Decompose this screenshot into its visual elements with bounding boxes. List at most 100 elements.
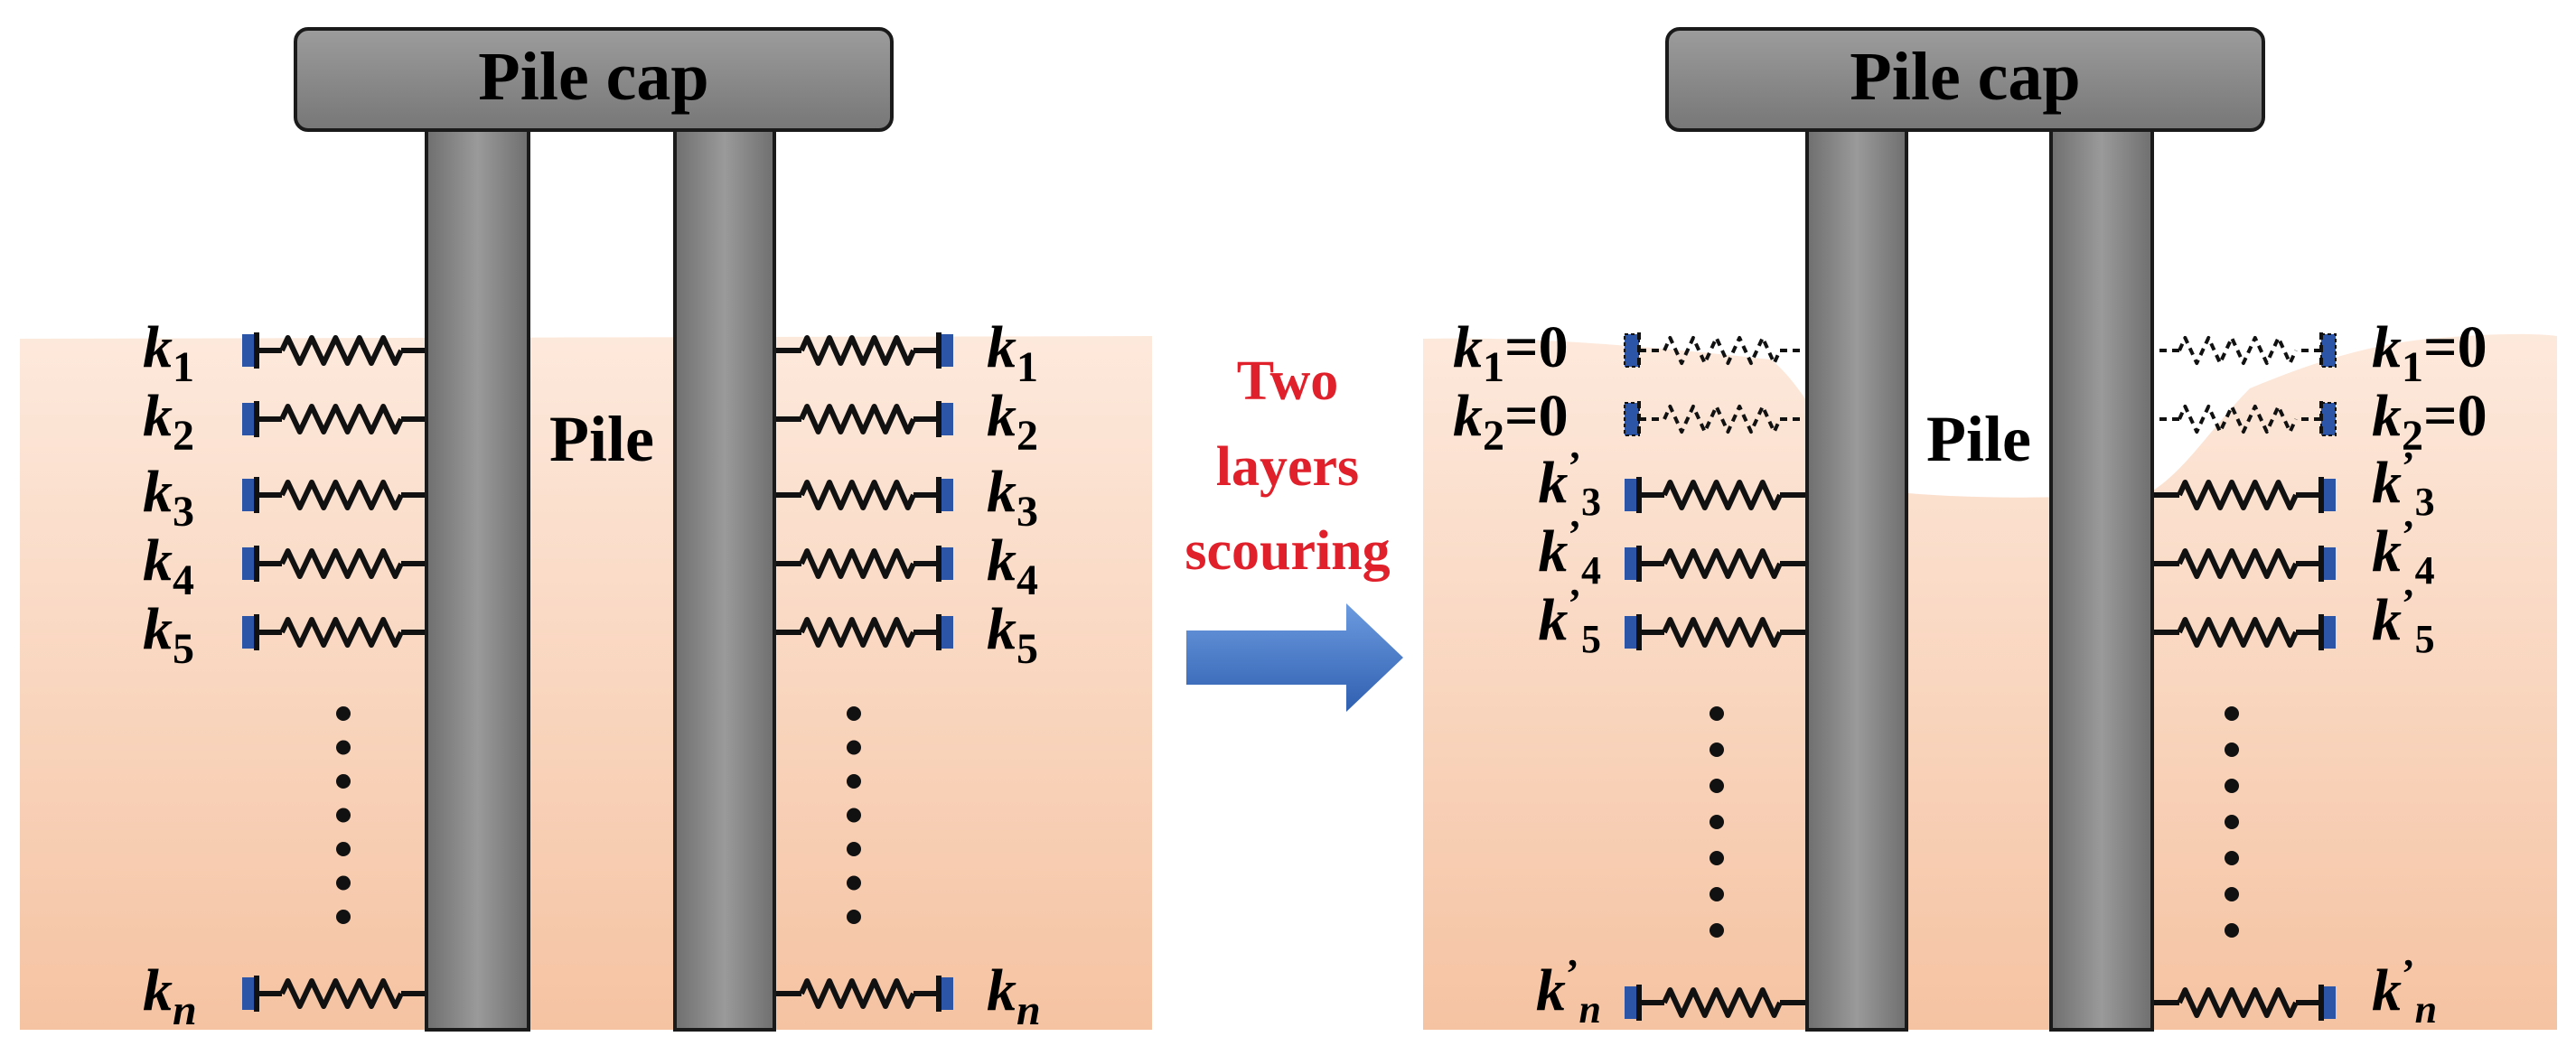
right-label-l-2-sub: 4 [1581, 548, 1601, 593]
left-ellipsis-left-dot-7 [336, 910, 351, 924]
right-ellipsis-right-dot-5 [2225, 851, 2239, 865]
left-label-l-2-base: k [143, 383, 173, 449]
left-spring-r-6 [774, 976, 953, 1012]
right-removed-label-r-1-base: k [2372, 314, 2402, 380]
right-label-l-2: k’4 [1538, 512, 1601, 593]
left-spring-r-2-anchor [939, 403, 953, 435]
left-label-r-5: k5 [987, 596, 1038, 673]
right-spring-l-3-coil [1662, 617, 1783, 648]
left-label-l-2-sub: 2 [173, 412, 194, 460]
left-ellipsis-left [336, 706, 351, 924]
left-spring-l-3 [242, 477, 428, 513]
left-label-r-4-sub: 4 [1016, 556, 1038, 604]
left-label-l-4: k4 [143, 528, 194, 604]
right-spring-l-2 [1625, 546, 1807, 582]
left-label-l-1-base: k [143, 314, 173, 380]
right-ellipsis-left-dot-7 [1710, 923, 1724, 938]
right-removed-spring-l-2 [1624, 401, 1807, 437]
right-label-r-4-sup: ’ [2402, 951, 2415, 995]
left-label-l-5-base: k [143, 596, 173, 662]
right-label-r-2-sup: ’ [2402, 512, 2415, 556]
right-ellipsis-right-dot-2 [2225, 742, 2239, 757]
right-removed-spring-r-2 [2152, 401, 2337, 437]
right-label-l-3-sup: ’ [1568, 581, 1581, 625]
right-ellipsis-right [2225, 706, 2239, 938]
right-label-l-4-sup: ’ [1566, 951, 1579, 995]
left-spring-r-5 [774, 614, 953, 650]
right-removed-spring-r-2-coil [2178, 405, 2298, 434]
right-removed-label-l-2-sub: 2 [1483, 412, 1504, 460]
left-cap-label: Pile cap [478, 39, 708, 115]
left-spring-l-5 [242, 614, 428, 650]
left-label-r-5-base: k [987, 596, 1016, 662]
left-label-r-6: kn [987, 957, 1041, 1034]
left-spring-l-5-coil [279, 617, 404, 648]
right-removed-spring-l-1 [1624, 332, 1807, 369]
left-spring-l-3-coil [279, 480, 404, 510]
left-spring-l-1-coil [279, 335, 404, 366]
right-removed-label-l-2-suffix: =0 [1504, 383, 1569, 449]
right-label-l-3-base: k [1538, 587, 1568, 653]
left-label-l-1: k1 [143, 314, 194, 391]
left-ellipsis-left-dot-2 [336, 740, 351, 755]
right-label-r-3-sup: ’ [2402, 581, 2415, 625]
right-label-l-1-sub: 3 [1581, 480, 1601, 524]
left-label-r-3-sub: 3 [1016, 488, 1038, 536]
left-label-l-6-base: k [143, 957, 173, 1023]
right-spring-r-1 [2152, 477, 2336, 513]
left-label-r-2: k2 [987, 383, 1038, 460]
left-label-r-6-base: k [987, 957, 1016, 1023]
right-ellipsis-right-dot-6 [2225, 887, 2239, 901]
left-label-r-3-base: k [987, 459, 1016, 525]
right-removed-spring-r-1-anchor [2320, 333, 2337, 368]
left-spring-r-2 [774, 401, 953, 437]
right-label-r-3-sub: 5 [2415, 617, 2435, 661]
right-label-l-3-sub: 5 [1581, 617, 1601, 661]
left-label-r-5-sub: 5 [1016, 625, 1038, 673]
right-label-r-3-base: k [2372, 587, 2402, 653]
right-spring-l-4-coil [1662, 987, 1783, 1018]
left-label-l-5: k5 [143, 596, 194, 673]
left-ellipsis-right-dot-6 [847, 875, 861, 891]
left-spring-r-5-anchor [939, 616, 953, 649]
right-label-r-4-base: k [2372, 957, 2402, 1023]
left-spring-r-4 [774, 546, 953, 582]
left-ellipsis-left-dot-5 [336, 842, 351, 856]
right-removed-spring-l-2-anchor [1624, 402, 1640, 436]
left-spring-l-1-anchor [242, 334, 257, 367]
right-label-l-4-sub: n [1579, 987, 1601, 1032]
left-spring-r-2-coil [799, 404, 916, 434]
left-ellipsis-right-dot-7 [847, 910, 861, 924]
scour-text-line1: Two [1237, 350, 1339, 412]
right-removed-label-r-2-suffix: =0 [2423, 383, 2487, 449]
left-spring-l-5-anchor [242, 616, 257, 649]
right-removed-label-r-2-sub: 2 [2402, 412, 2423, 460]
right-label-r-1-sup: ’ [2402, 444, 2415, 488]
arrow-right-icon [1186, 603, 1403, 712]
left-ellipsis-right-dot-5 [847, 842, 861, 856]
left-label-l-6-sub: n [173, 986, 197, 1034]
left-spring-r-4-coil [799, 548, 916, 579]
left-label-r-2-sub: 2 [1016, 412, 1038, 460]
right-ellipsis-left-dot-2 [1710, 742, 1724, 757]
left-ellipsis-left-dot-1 [336, 706, 351, 721]
left-spring-l-1 [242, 332, 428, 369]
left-spring-l-2-coil [279, 404, 404, 434]
right-spring-r-1-anchor [2321, 479, 2336, 511]
right-label-l-1: k’3 [1538, 444, 1601, 524]
right-spring-r-4 [2152, 985, 2336, 1021]
left-label-r-1: k1 [987, 314, 1038, 391]
right-label-l-2-sup: ’ [1568, 512, 1581, 556]
left-spring-l-4 [242, 546, 428, 582]
left-spring-l-4-coil [279, 548, 404, 579]
left-spring-r-1-anchor [939, 334, 953, 367]
right-spring-l-2-coil [1662, 548, 1783, 579]
right-ellipsis-right-dot-4 [2225, 815, 2239, 829]
left-spring-l-2-anchor [242, 403, 257, 435]
right-spring-l-2-anchor [1625, 547, 1639, 580]
right-removed-spring-r-1-coil [2178, 336, 2298, 365]
left-label-r-2-base: k [987, 383, 1016, 449]
right-removed-label-r-1: k1=0 [2372, 314, 2487, 391]
